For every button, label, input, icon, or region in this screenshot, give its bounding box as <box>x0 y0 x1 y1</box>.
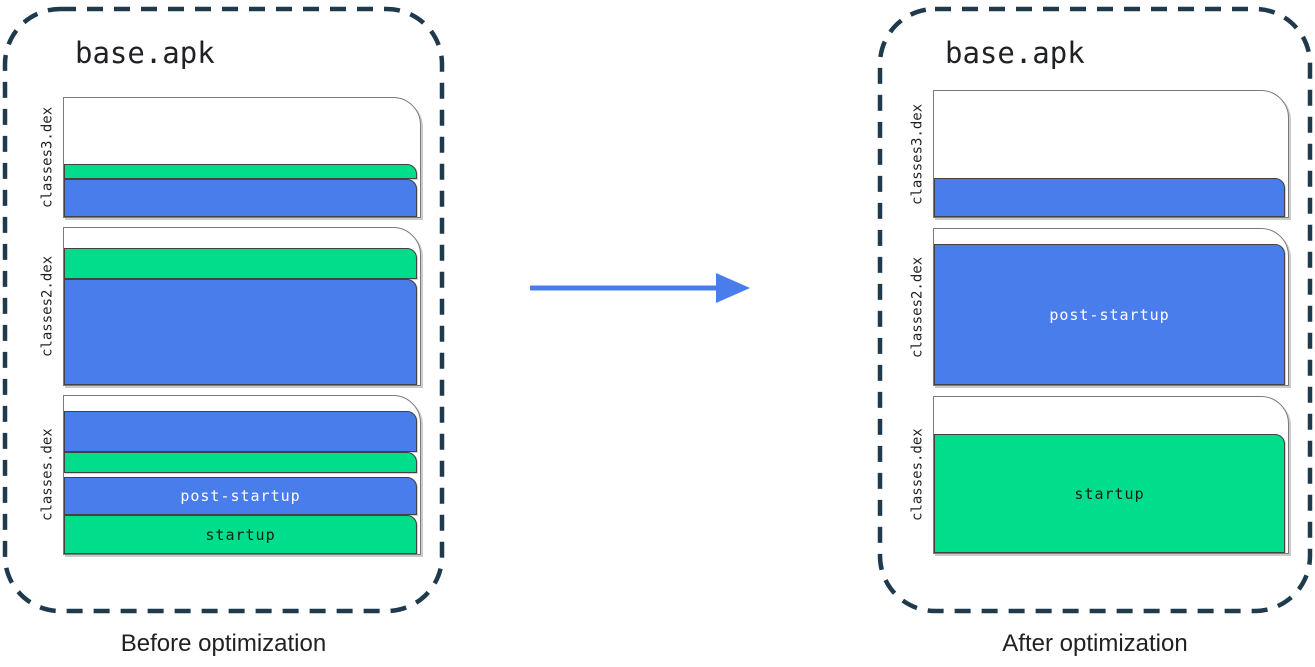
green-code-band: startup <box>64 515 417 554</box>
dex-file-row: classes.dex startup <box>902 396 1289 554</box>
unused-space-band <box>64 228 420 248</box>
dex-file-name-label: classes3.dex <box>39 106 56 209</box>
dex-file-row: classes.dex post-startup startup <box>32 395 421 555</box>
dex-file-shape <box>63 97 421 218</box>
dex-file-row: classes3.dex <box>32 97 421 218</box>
band-label: post-startup <box>1049 305 1170 324</box>
dex-file-row: classes2.dex post-startup <box>902 228 1289 386</box>
dex-file-shape <box>933 90 1289 218</box>
dex-file-name-label: classes2.dex <box>909 256 926 358</box>
dex-file-name-label: classes.dex <box>39 428 56 522</box>
green-code-band: startup <box>934 434 1285 553</box>
optimization-arrow-icon <box>530 273 750 303</box>
before-caption: Before optimization <box>120 630 327 657</box>
unused-space-band <box>64 98 420 164</box>
green-code-band <box>64 248 417 279</box>
blue-code-band: post-startup <box>934 244 1285 385</box>
blue-code-band <box>64 411 417 452</box>
dex-files-before: classes3.dex classes2.dex classes.dex post-… <box>32 97 421 555</box>
unused-space-band <box>934 91 1288 178</box>
band-label: startup <box>205 525 276 544</box>
dex-file-row: classes2.dex <box>32 227 421 386</box>
dex-file-name-label: classes2.dex <box>39 255 56 358</box>
band-label: post-startup <box>180 487 301 505</box>
unused-space-band <box>934 397 1288 434</box>
band-label: startup <box>1074 484 1145 503</box>
green-code-band <box>64 452 417 473</box>
blue-code-band <box>64 179 417 217</box>
dex-file-row: classes3.dex <box>902 90 1289 218</box>
after-panel-dashed-border <box>877 6 1313 614</box>
before-panel-dashed-border <box>2 6 445 614</box>
dex-file-name-label: classes.dex <box>909 428 926 522</box>
blue-code-band <box>64 279 417 385</box>
dex-file-shape: startup <box>933 396 1289 554</box>
dex-file-shape: post-startup startup <box>63 395 421 555</box>
dex-file-shape <box>63 227 421 386</box>
dex-file-name-label: classes3.dex <box>909 103 926 205</box>
green-code-band <box>64 164 417 179</box>
unused-space-band <box>934 229 1288 244</box>
apk-title-before: base.apk <box>75 36 215 70</box>
blue-code-band: post-startup <box>64 477 417 515</box>
after-panel: base.apk classes3.dex classes2.dex post-st… <box>877 6 1313 614</box>
apk-title-after: base.apk <box>945 36 1085 70</box>
unused-space-band <box>64 396 420 411</box>
after-caption: After optimization <box>1002 630 1188 657</box>
dex-file-shape: post-startup <box>933 228 1289 386</box>
blue-code-band <box>934 178 1285 217</box>
